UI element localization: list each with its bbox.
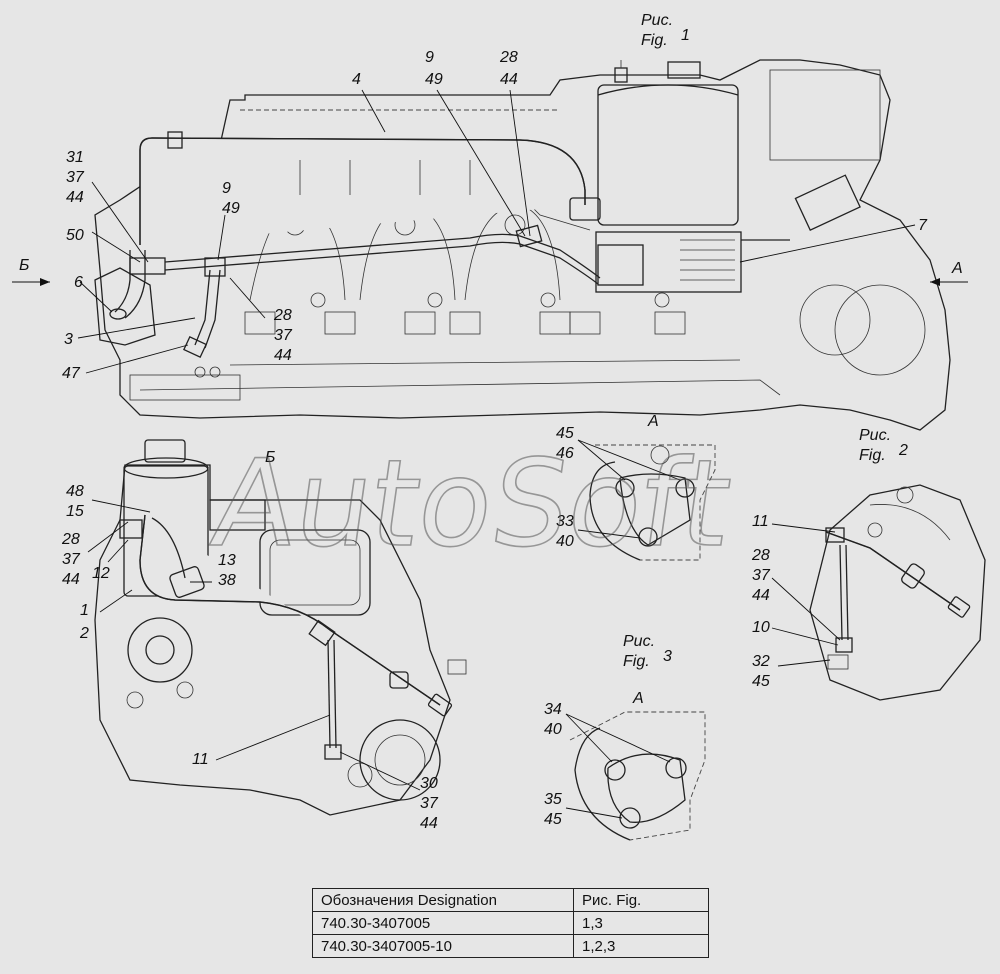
callout-label: 11 xyxy=(192,751,209,768)
table-header-row: Обозначения Designation Рис. Fig. xyxy=(312,888,709,912)
callout-label: 31 xyxy=(66,149,84,166)
callout-label: 2 xyxy=(79,625,89,642)
callout-label: 45 xyxy=(544,811,562,828)
fig1-title-ru: Рис. xyxy=(641,12,673,29)
table-row: 740.30-3407005 1,3 xyxy=(312,911,709,935)
fig2-title-en: Fig. xyxy=(859,447,886,464)
view-b-pump xyxy=(94,439,467,816)
table-header-cell: Обозначения Designation xyxy=(312,888,574,912)
table-cell: 740.30-3407005 xyxy=(312,911,574,935)
callout-label: 44 xyxy=(274,347,292,364)
view-a-detail-1 xyxy=(589,444,716,561)
callout-label: 40 xyxy=(544,721,562,738)
callout-label: 4 xyxy=(352,71,361,88)
callout-label: 33 xyxy=(556,513,574,530)
callout-label: 32 xyxy=(752,653,770,670)
callout-label: 45 xyxy=(752,673,770,690)
callout-label: 15 xyxy=(66,503,84,520)
table-cell: 1,3 xyxy=(573,911,709,935)
view-a1-leader-lines xyxy=(577,439,681,539)
view-label-a-arrow: А xyxy=(951,260,963,277)
callout-label: 12 xyxy=(92,565,110,582)
view-label-a-1: А xyxy=(647,413,659,430)
view-arrow-a xyxy=(930,278,968,286)
table-cell: 740.30-3407005-10 xyxy=(312,934,574,958)
table-cell: 1,2,3 xyxy=(573,934,709,958)
callout-label: 38 xyxy=(218,572,236,589)
callout-label: 37 xyxy=(752,567,771,584)
callout-label: 13 xyxy=(218,552,236,569)
callout-label: 48 xyxy=(66,483,84,500)
fig3-number: 3 xyxy=(663,648,672,665)
view-label-b-arrow: Б xyxy=(19,257,29,274)
callout-label: 37 xyxy=(274,327,293,344)
fig2-title-ru: Рис. xyxy=(859,427,891,444)
callout-label: 10 xyxy=(752,619,770,636)
callout-label: 34 xyxy=(544,701,562,718)
fig3-leader-lines xyxy=(565,713,671,819)
callout-label: 9 xyxy=(425,49,434,66)
fig3-detail xyxy=(569,711,706,841)
callout-label: 37 xyxy=(420,795,439,812)
callout-label: 44 xyxy=(500,71,518,88)
callout-label: 6 xyxy=(74,274,83,291)
callout-label: 46 xyxy=(556,445,574,462)
callout-label: 37 xyxy=(62,551,81,568)
callout-label: 44 xyxy=(420,815,438,832)
watermark: AutoSoft xyxy=(204,435,739,574)
callout-label: 1 xyxy=(80,602,89,619)
callout-label: 44 xyxy=(752,587,770,604)
callout-label: 50 xyxy=(66,227,84,244)
callout-label: 40 xyxy=(556,533,574,550)
view-label-b: Б xyxy=(265,449,275,466)
callout-label: 11 xyxy=(752,513,769,530)
fig1-leader-lines xyxy=(77,89,916,374)
callout-label: 45 xyxy=(556,425,574,442)
callout-label: 30 xyxy=(420,775,438,792)
fig3-title-en: Fig. xyxy=(623,653,650,670)
callout-label: 44 xyxy=(66,189,84,206)
callout-label: 28 xyxy=(273,307,292,324)
callout-labels: 31 37 44 50 6 3 47 4 9 49 28 44 9 49 28 … xyxy=(61,49,928,832)
designation-table: Обозначения Designation Рис. Fig. 740.30… xyxy=(312,888,709,958)
callout-label: 37 xyxy=(66,169,85,186)
view-label-a-3: А xyxy=(632,690,644,707)
callout-label: 44 xyxy=(62,571,80,588)
fig2-leader-lines xyxy=(771,523,841,667)
view-b-leader-lines xyxy=(87,499,421,791)
callout-label: 3 xyxy=(64,331,73,348)
callout-label: 35 xyxy=(544,791,562,808)
view-arrow-b xyxy=(12,278,50,286)
fig1-title-en: Fig. xyxy=(641,32,668,49)
callout-label: 28 xyxy=(61,531,80,548)
callout-label: 28 xyxy=(751,547,770,564)
figure-titles: Рис. Fig. 1 Рис. Fig. 2 Рис. Fig. 3 Б А … xyxy=(19,12,963,707)
callout-label: 49 xyxy=(425,71,443,88)
fig2-detail xyxy=(809,484,986,701)
fig2-number: 2 xyxy=(898,442,908,459)
callout-label: 49 xyxy=(222,200,240,217)
fig1-number: 1 xyxy=(681,27,690,44)
table-row: 740.30-3407005-10 1,2,3 xyxy=(312,934,709,958)
fig3-title-ru: Рис. xyxy=(623,633,655,650)
callout-label: 9 xyxy=(222,180,231,197)
callout-label: 7 xyxy=(918,217,928,234)
table-header-cell: Рис. Fig. xyxy=(573,888,709,912)
callout-label: 28 xyxy=(499,49,518,66)
callout-label: 47 xyxy=(62,365,81,382)
